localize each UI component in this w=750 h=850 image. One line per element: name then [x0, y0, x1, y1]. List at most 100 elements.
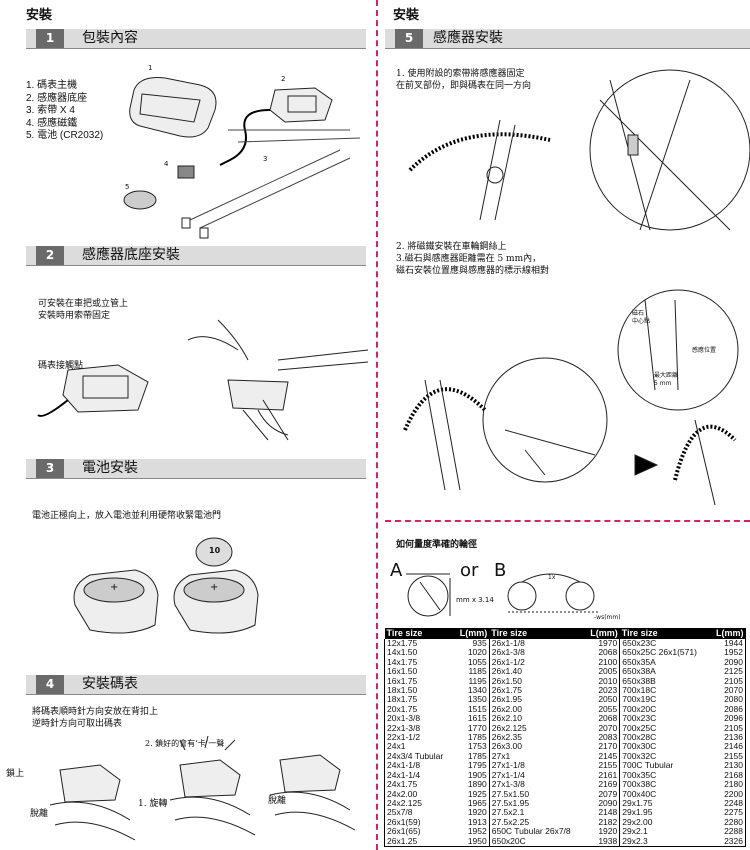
tire-size-cell: 27.5x1.50: [488, 789, 584, 799]
battery-plus-right: +: [210, 582, 219, 593]
section-4-title: 安裝碼表: [82, 676, 138, 692]
instruction-line: 安裝時用索帶固定: [38, 311, 111, 321]
package-contents-illustration: [120, 70, 360, 240]
tire-size-cell: 700x25C: [619, 723, 710, 734]
column-header: Tire size: [619, 628, 710, 639]
instruction-line: 磁石安裝位置應與感應器的標示線相對: [396, 266, 550, 276]
package-list: 1. 碼表主機 2. 感應器底座 3. 索帶 X 4 4. 感應磁鐵 5. 電池…: [26, 80, 103, 143]
tire-size-table: Tire size L(mm) Tire size L(mm) Tire siz…: [384, 628, 746, 847]
instruction-line: 將碼表順時針方向安放在背扣上: [32, 707, 159, 717]
contact-point-label: 碼表接觸點: [38, 361, 84, 371]
left-page-header: 安裝: [26, 8, 53, 23]
section-2-text: 可安裝在車把或立管上 安裝時用索帶固定: [38, 298, 128, 322]
length-cell: 2155: [709, 751, 746, 762]
section-3-title: 電池安裝: [82, 460, 138, 476]
tire-size-cell: 29x2.1: [619, 826, 710, 837]
column-header: Tire size: [384, 628, 454, 639]
length-cell: 2086: [709, 704, 746, 715]
label-line: 磁石: [632, 310, 645, 317]
battery-install-illustration: [70, 530, 270, 640]
length-cell: 2130: [709, 760, 746, 771]
tire-size-cell: 26x1-3/8: [488, 647, 584, 658]
tire-size-cell: 18x1.50: [384, 685, 454, 696]
rotate-label: 1. 旋轉: [138, 799, 168, 809]
length-cell: 2146: [709, 742, 746, 752]
section-4-number: 4: [36, 675, 64, 694]
tire-size-cell: 26x1.95: [488, 695, 584, 705]
tire-size-cell: 27.5x2.25: [488, 817, 584, 828]
label-line: 5 mm: [654, 380, 672, 387]
tire-size-cell: 24x1-1/4: [384, 770, 454, 781]
table-header-row: Tire size L(mm) Tire size L(mm) Tire siz…: [384, 628, 746, 639]
tire-size-cell: 26x1(59): [384, 817, 454, 828]
column-header: L(mm): [453, 628, 490, 639]
release-label-1: 脫離: [30, 809, 49, 819]
right-page-header: 安裝: [393, 8, 420, 23]
max-distance-label: 最大距離 5 mm: [654, 372, 678, 388]
length-cell: 2125: [709, 666, 746, 677]
length-cell: 2326: [709, 836, 746, 847]
package-item: 2. 感應器底座: [26, 92, 88, 104]
section-5-title: 感應器安裝: [433, 30, 503, 46]
tire-size-cell: 24x3/4 Tubular: [384, 751, 454, 762]
tire-size-cell: 26x1.75: [488, 685, 584, 696]
length-cell: 1944: [709, 638, 746, 649]
tire-size-cell: 650x35A: [619, 657, 710, 668]
section-5-text-1: 1. 使用附設的索帶將感應器固定 在前叉部份，即與碼表在同一方向: [396, 68, 531, 92]
tire-size-cell: 26x3.00: [488, 742, 584, 752]
tire-size-cell: 27x1: [488, 751, 584, 762]
tire-size-cell: 26x1.25: [384, 836, 454, 847]
tire-size-cell: 700x40C: [619, 789, 710, 799]
tire-size-cell: 24x2.00: [384, 789, 454, 799]
section-3-text: 電池正極向上，放入電池並利用硬幣收緊電池門: [32, 511, 222, 521]
lock-label: 鎖上: [6, 769, 25, 779]
section-divider: [385, 520, 750, 522]
computer-mount-illustration: [30, 750, 370, 850]
tire-size-cell: 26x1-1/2: [488, 657, 584, 668]
label-line: 中心點: [632, 318, 651, 325]
tire-size-cell: 650x38A: [619, 666, 710, 677]
tire-size-cell: 650x25C 26x1(571): [619, 647, 710, 658]
tire-size-cell: 27.5x1.95: [488, 798, 584, 809]
section-1-number: 1: [36, 29, 64, 48]
instruction-line: 在前叉部份，即與碼表在同一方向: [396, 81, 532, 91]
tire-size-cell: 650x38B: [619, 676, 710, 687]
tire-size-cell: 20x1-3/8: [384, 713, 454, 724]
length-cell: 2096: [709, 713, 746, 724]
section-1-title: 包裝內容: [82, 30, 138, 46]
wheel-method-b: B: [494, 560, 507, 581]
tire-size-cell: 26x2.00: [488, 704, 584, 715]
length-cell: 2168: [709, 770, 746, 781]
length-cell: 2248: [709, 798, 746, 809]
length-cell: 2080: [709, 695, 746, 705]
tire-size-cell: 22x1-3/8: [384, 723, 454, 734]
tire-size-cell: 25x7/8: [384, 807, 454, 818]
instruction-line: 2. 將磁鐵安裝在車輪鋼絲上: [396, 242, 507, 252]
tire-size-cell: 29x2.3: [619, 836, 710, 847]
tire-size-cell: 700x23C: [619, 713, 710, 724]
wheel-measure-title: 如何量度準確的輪徑: [396, 540, 478, 550]
tire-size-cell: 14x1.75: [384, 657, 454, 668]
length-cell: 2180: [709, 779, 746, 790]
column-divider: [376, 0, 378, 850]
length-cell: 2288: [709, 826, 746, 837]
tire-size-cell: 24x1-1/8: [384, 760, 454, 771]
callout-3: 3: [263, 155, 268, 163]
tire-size-cell: 700x35C: [619, 770, 710, 781]
magnet-center-label: 磁石 中心點: [632, 310, 650, 326]
